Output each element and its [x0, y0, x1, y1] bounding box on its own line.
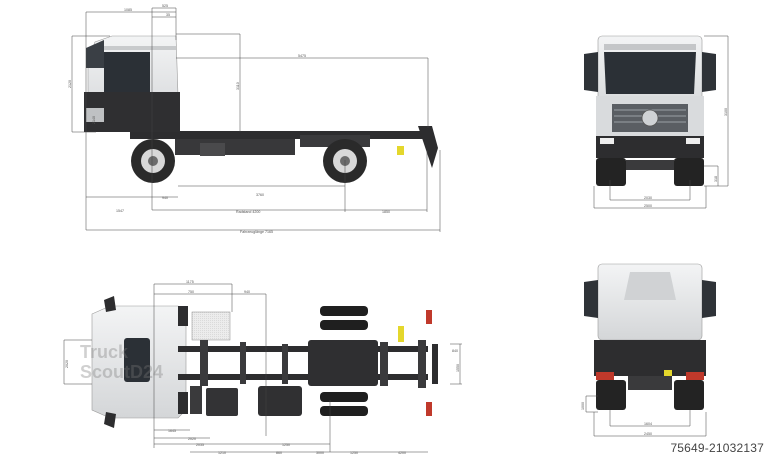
side-dim-bottom-5: 1850 [382, 210, 390, 214]
roof-hatch [124, 338, 150, 382]
rear-tire-right [674, 380, 704, 410]
watermark-line-1: Truck [80, 342, 129, 362]
battery-box [191, 311, 231, 341]
rear-mirror-right [702, 280, 716, 318]
top-dim-bottom-1: 1645 [168, 429, 176, 433]
top-dim-top-1: 1175 [186, 280, 194, 284]
rear-dim-width: 2450 [644, 432, 652, 436]
rear-bumper [418, 126, 438, 168]
top-dim-right-1: 840 [452, 349, 458, 353]
front-tire-left [596, 158, 626, 186]
top-view: 1175 750 940 2020 840 1550 1645 2020 203… [63, 280, 462, 455]
adblue-tank [206, 388, 238, 416]
top-dim-top-2: 750 [188, 290, 194, 294]
side-dim-top-1: 1085 [124, 8, 132, 12]
rear-mirror-left [584, 280, 598, 318]
top-warning-plate [398, 326, 404, 342]
side-dim-top-4: 5475 [298, 54, 306, 58]
rear-light-left [596, 372, 614, 380]
tail-light-top [426, 310, 432, 324]
top-dim-right-2: 1550 [456, 364, 460, 372]
top-dim-top-3: 940 [244, 290, 250, 294]
top-dim-bottom-4: 1210 [218, 451, 226, 455]
side-dim-wheelbase: Radstand 4200 [236, 210, 260, 214]
side-dim-left-3: 2140 [92, 116, 96, 124]
reference-id: 75649-21032137 [670, 441, 764, 455]
side-view: 1085 525 35 5475 2120 3110 2140 1547 940… [68, 4, 441, 234]
rear-tires [320, 306, 368, 416]
top-dim-bottom-5: 1250 [282, 443, 290, 447]
side-tank [175, 139, 295, 155]
side-dimension-lines [71, 7, 441, 232]
top-dim-bottom-7: 3000 [316, 451, 324, 455]
windshield [604, 52, 696, 94]
star-emblem [641, 109, 659, 127]
side-dim-bottom-1: 1547 [116, 209, 124, 213]
top-frame-rail-upper [178, 346, 428, 352]
front-dim-clearance: 318 [714, 176, 718, 182]
front-dim-width: 2500 [644, 204, 652, 208]
fuel-tank [258, 386, 302, 416]
front-tire-right [674, 158, 704, 186]
front-dimension-lines [593, 35, 729, 209]
rear-dim-track: 1604 [644, 422, 652, 426]
side-dim-length: Fahrzeuglänge 7165 [240, 230, 273, 234]
side-dim-bottom-2: 940 [162, 196, 168, 200]
side-frame-rail [130, 131, 430, 139]
front-mirror-right [702, 52, 716, 92]
side-dim-left-1: 2120 [68, 80, 72, 88]
rear-tire-left [596, 380, 626, 410]
side-dim-top-3: 35 [166, 13, 170, 17]
warning-plate [397, 146, 404, 155]
rear-light-right [686, 372, 704, 380]
top-dim-bottom-3: 2035 [196, 443, 204, 447]
front-view: 3100 318 2030 2500 [584, 35, 729, 209]
top-dim-bottom-6: 860 [276, 451, 282, 455]
tail-light-bottom [426, 402, 432, 416]
side-dim-top-2: 525 [162, 4, 168, 8]
top-dim-left: 2020 [65, 360, 69, 368]
watermark-line-2: ScoutD24 [80, 362, 164, 382]
front-dim-track: 2030 [644, 196, 652, 200]
top-dim-bottom-2: 2020 [188, 437, 196, 441]
top-dim-bottom-8: 1250 [350, 451, 358, 455]
top-frame-rail-lower [178, 374, 428, 380]
side-dim-left-2: 3110 [236, 82, 240, 90]
top-dim-bottom-9: 4200 [398, 451, 406, 455]
rear-axle-assembly [308, 340, 378, 386]
rear-dim-left: 1000 [581, 402, 585, 410]
front-dim-height: 3100 [724, 108, 728, 116]
side-window [104, 52, 150, 92]
front-mirror-left [584, 52, 598, 92]
top-dimension-lines [63, 283, 462, 453]
side-dim-bottom-3: 3760 [256, 193, 264, 197]
rear-view: 1000 1604 2450 [581, 263, 716, 437]
rear-dimension-lines [585, 395, 707, 437]
side-mirror [86, 40, 104, 68]
